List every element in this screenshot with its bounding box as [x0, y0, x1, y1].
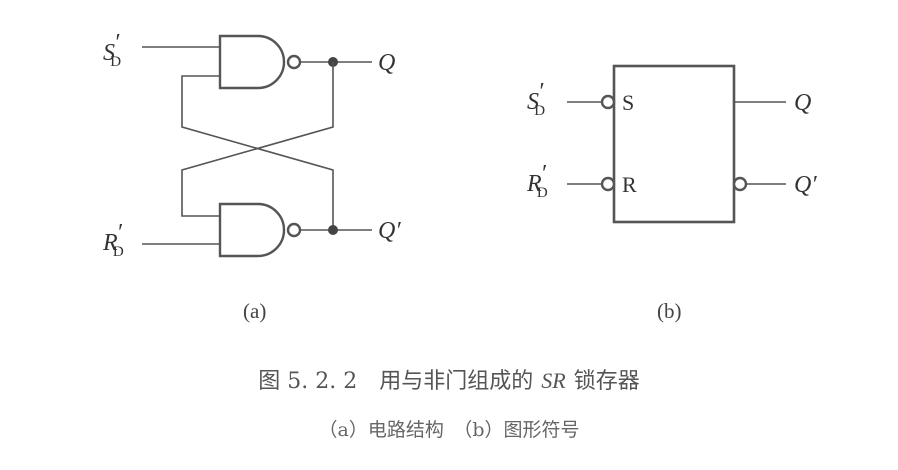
figure-subcaption: （a）电路结构 （b）图形符号	[319, 419, 580, 441]
panel-a-label: (a)	[243, 299, 266, 323]
junction-dot-qbar	[328, 225, 338, 235]
caption-title-suffix: 锁存器	[574, 369, 640, 394]
pin-label-s: S	[622, 90, 634, 115]
nand-top-bubble	[286, 54, 302, 70]
symbol-input-label-sd: S′D	[527, 79, 545, 119]
symbol-output-label-q: Q	[794, 90, 811, 116]
output-label-qbar: Q′	[378, 218, 401, 244]
wire-cross-from-q	[181, 62, 334, 217]
symbol-bubble-s	[600, 94, 616, 110]
symbol-bubble-qbar	[732, 176, 748, 192]
figure-caption: 图 5. 2. 2 用与非门组成的 SR 锁存器	[258, 368, 639, 394]
figure-number: 图 5. 2. 2	[258, 369, 357, 394]
sr-latch-box	[612, 64, 736, 224]
symbol-input-label-rd: R′D	[526, 161, 548, 201]
input-label-sd: S′D	[103, 30, 121, 70]
wire-cross-from-qbar	[181, 75, 334, 230]
pin-label-r: R	[622, 172, 637, 197]
panel-b-symbol: S′D S R′D R Q Q′ (b)	[526, 64, 817, 323]
output-label-q: Q	[378, 50, 395, 76]
panel-a-circuit: S′D Q Q′ R′D (a)	[102, 30, 401, 323]
symbol-bubble-r	[600, 176, 616, 192]
nand-gate-top	[218, 34, 286, 90]
nand-gate-bottom	[218, 202, 286, 258]
input-label-rd: R′D	[102, 220, 124, 260]
caption-title-italic: SR	[541, 368, 566, 393]
symbol-output-label-qbar: Q′	[794, 172, 817, 198]
panel-b-label: (b)	[657, 299, 682, 323]
caption-title-prefix: 用与非门组成的	[379, 369, 533, 394]
nand-bottom-bubble	[286, 222, 302, 238]
